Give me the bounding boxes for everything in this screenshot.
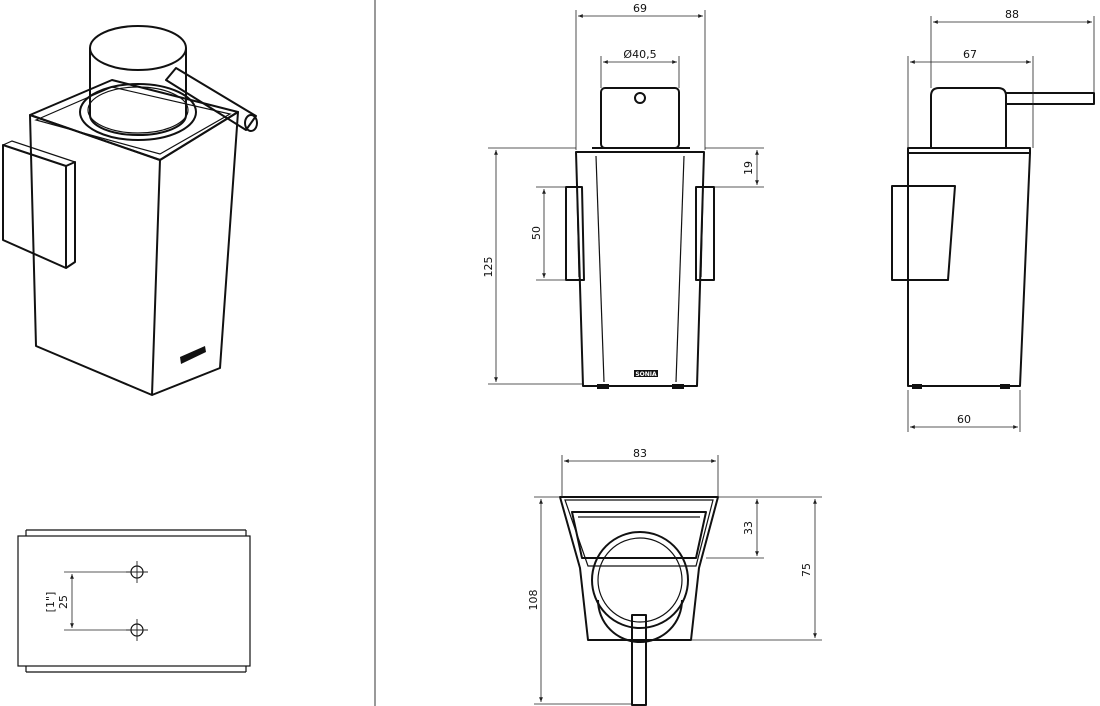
- front-view: SONIA 69 Ø40,5 125 50 19: [482, 2, 764, 389]
- top-bracket: [571, 511, 707, 559]
- side-spout: [1006, 92, 1095, 105]
- iso-top-face: [29, 79, 239, 161]
- dim-bracket-height: 50: [530, 226, 543, 240]
- iso-pump: [89, 48, 187, 136]
- iso-bracket: [2, 144, 67, 269]
- isometric-view: [2, 25, 258, 396]
- dim-top-depth: 75: [800, 563, 813, 577]
- iso-pump-top: [89, 25, 187, 71]
- iso-spout: [165, 67, 257, 131]
- dim-side-base-width: 60: [957, 413, 971, 426]
- iso-collar: [79, 83, 197, 141]
- dim-top-bracket-depth: 33: [742, 521, 755, 535]
- top-spout: [631, 614, 647, 706]
- dim-side-body-width: 67: [963, 48, 977, 61]
- top-view: 83 33 75 108: [527, 447, 822, 706]
- dim-height: 125: [482, 257, 495, 278]
- dim-hole-spacing-inch: [1"]: [44, 592, 57, 613]
- front-bracket-left: [565, 186, 585, 281]
- side-bracket: [891, 185, 956, 281]
- dim-top-total-depth: 108: [527, 590, 540, 611]
- dim-hole-spacing: 25: [57, 595, 70, 609]
- side-view: 88 67 60: [891, 8, 1095, 432]
- dim-top-to-bracket: 19: [742, 161, 755, 175]
- mount-hole-upper: [126, 561, 148, 583]
- front-brand-label: SONIA: [635, 371, 657, 378]
- front-bracket-right: [695, 186, 715, 281]
- mounting-plate-view: 25 [1"]: [17, 529, 251, 673]
- side-body: [907, 152, 1031, 387]
- side-pump: [930, 87, 1007, 148]
- dim-front-width: 69: [633, 2, 647, 15]
- dim-pump-diameter: Ø40,5: [623, 48, 656, 61]
- front-body: [575, 151, 705, 387]
- front-foot: [672, 384, 684, 389]
- dim-side-total-width: 88: [1005, 8, 1019, 21]
- mount-hole-lower: [126, 619, 148, 641]
- front-brand-mark: [634, 370, 658, 377]
- dim-top-width: 83: [633, 447, 647, 460]
- front-pump: [600, 87, 680, 149]
- top-collar: [591, 531, 689, 629]
- top-outer: [559, 496, 719, 641]
- iso-brand-mark: [180, 346, 206, 364]
- front-foot: [597, 384, 609, 389]
- iso-body-front: [29, 114, 161, 396]
